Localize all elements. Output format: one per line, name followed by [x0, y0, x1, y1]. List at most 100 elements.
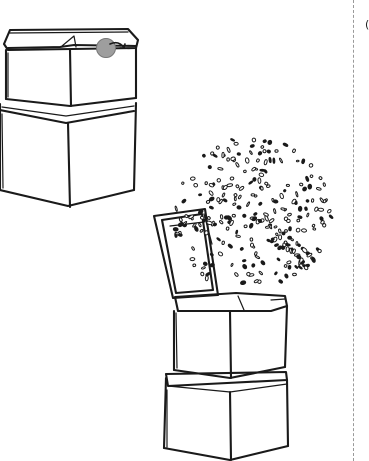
- confetti-piece: [237, 205, 241, 209]
- confetti-piece: [274, 243, 279, 247]
- confetti-piece: [258, 202, 262, 206]
- confetti-piece: [293, 273, 297, 275]
- confetti-piece: [294, 265, 298, 269]
- confetti-piece: [263, 149, 267, 153]
- confetti-piece: [210, 263, 215, 267]
- confetti-piece: [226, 227, 229, 231]
- confetti-piece: [231, 263, 234, 267]
- confetti-piece: [242, 264, 247, 270]
- confetti-piece: [246, 202, 250, 207]
- confetti-piece: [249, 223, 254, 229]
- confetti-piece: [206, 221, 212, 226]
- confetti-piece: [275, 150, 278, 153]
- confetti-piece: [205, 276, 208, 281]
- confetti-piece: [198, 194, 201, 196]
- confetti-piece: [240, 280, 246, 285]
- confetti-piece: [283, 189, 286, 192]
- confetti-piece: [283, 143, 289, 147]
- confetti-piece: [279, 193, 284, 199]
- confetti-piece: [208, 190, 213, 196]
- confetti-piece: [191, 246, 195, 250]
- confetti-piece: [286, 219, 290, 223]
- confetti-piece: [198, 223, 201, 227]
- confetti-piece: [318, 208, 324, 211]
- confetti-piece: [242, 259, 246, 262]
- confetti-piece: [254, 251, 257, 255]
- side-panel-label: (: [365, 18, 369, 31]
- confetti-piece: [264, 182, 268, 186]
- confetti-piece: [252, 138, 256, 142]
- confetti-piece: [277, 258, 281, 261]
- confetti-piece: [292, 149, 296, 153]
- confetti-piece: [190, 177, 195, 181]
- confetti-piece: [298, 215, 303, 218]
- confetti-piece: [274, 226, 277, 229]
- confetti-piece: [203, 261, 208, 266]
- confetti-piece: [237, 152, 241, 155]
- confetti-piece: [212, 154, 217, 158]
- confetti-piece: [239, 186, 245, 191]
- confetti-piece: [288, 265, 291, 269]
- confetti-piece: [302, 186, 307, 191]
- confetti-piece: [223, 198, 228, 202]
- confetti-piece: [179, 217, 183, 221]
- confetti-piece: [322, 223, 326, 227]
- confetti-piece: [238, 195, 242, 199]
- confetti-piece: [273, 208, 276, 213]
- confetti-piece: [297, 243, 301, 247]
- confetti-piece: [286, 184, 289, 186]
- confetti-piece: [327, 209, 332, 214]
- confetti-piece: [258, 178, 261, 184]
- confetti-piece: [205, 272, 210, 277]
- confetti-piece: [256, 158, 260, 162]
- confetti-piece: [309, 163, 314, 168]
- confetti-piece: [226, 215, 232, 221]
- confetti-piece: [285, 244, 290, 247]
- confetti-piece: [289, 227, 292, 231]
- confetti-piece: [323, 183, 326, 187]
- confetti-piece: [312, 224, 315, 228]
- confetti-piece: [318, 249, 322, 253]
- confetti-piece: [209, 196, 215, 201]
- confetti-piece: [232, 203, 236, 206]
- confetti-piece: [201, 266, 205, 269]
- confetti-piece: [251, 167, 256, 172]
- confetti-piece: [306, 213, 309, 217]
- confetti-piece: [175, 233, 180, 235]
- confetti-piece: [230, 138, 234, 141]
- confetti-piece: [260, 169, 266, 171]
- confetti-piece: [267, 239, 271, 242]
- confetti-piece: [259, 271, 263, 275]
- confetti-piece: [210, 253, 214, 257]
- confetti-piece: [217, 178, 221, 182]
- confetti-piece: [205, 182, 208, 185]
- confetti-piece: [227, 183, 233, 187]
- confetti-piece: [279, 158, 283, 163]
- confetti-piece: [311, 199, 314, 203]
- confetti-piece: [301, 159, 305, 164]
- confetti-piece: [218, 167, 224, 170]
- confetti-piece: [313, 228, 316, 231]
- confetti-piece: [308, 184, 312, 189]
- confetti-piece: [181, 199, 186, 204]
- confetti-piece: [319, 176, 323, 180]
- confetti-piece: [299, 183, 303, 186]
- confetti-piece: [263, 212, 269, 216]
- confetti-piece: [279, 235, 282, 240]
- side-panel: [354, 0, 369, 461]
- confetti-piece: [296, 160, 299, 162]
- confetti-piece: [181, 182, 184, 185]
- confetti-piece: [273, 200, 278, 204]
- confetti-piece: [250, 238, 253, 241]
- confetti-piece: [207, 216, 211, 220]
- confetti-piece: [311, 257, 316, 263]
- confetti-piece: [234, 272, 239, 277]
- confetti-piece: [286, 260, 291, 264]
- confetti-piece: [301, 229, 306, 233]
- confetti-piece: [219, 220, 223, 224]
- confetti-piece: [235, 184, 239, 188]
- confetti-piece: [260, 186, 263, 190]
- confetti-piece: [304, 207, 307, 211]
- confetti-piece: [285, 230, 288, 233]
